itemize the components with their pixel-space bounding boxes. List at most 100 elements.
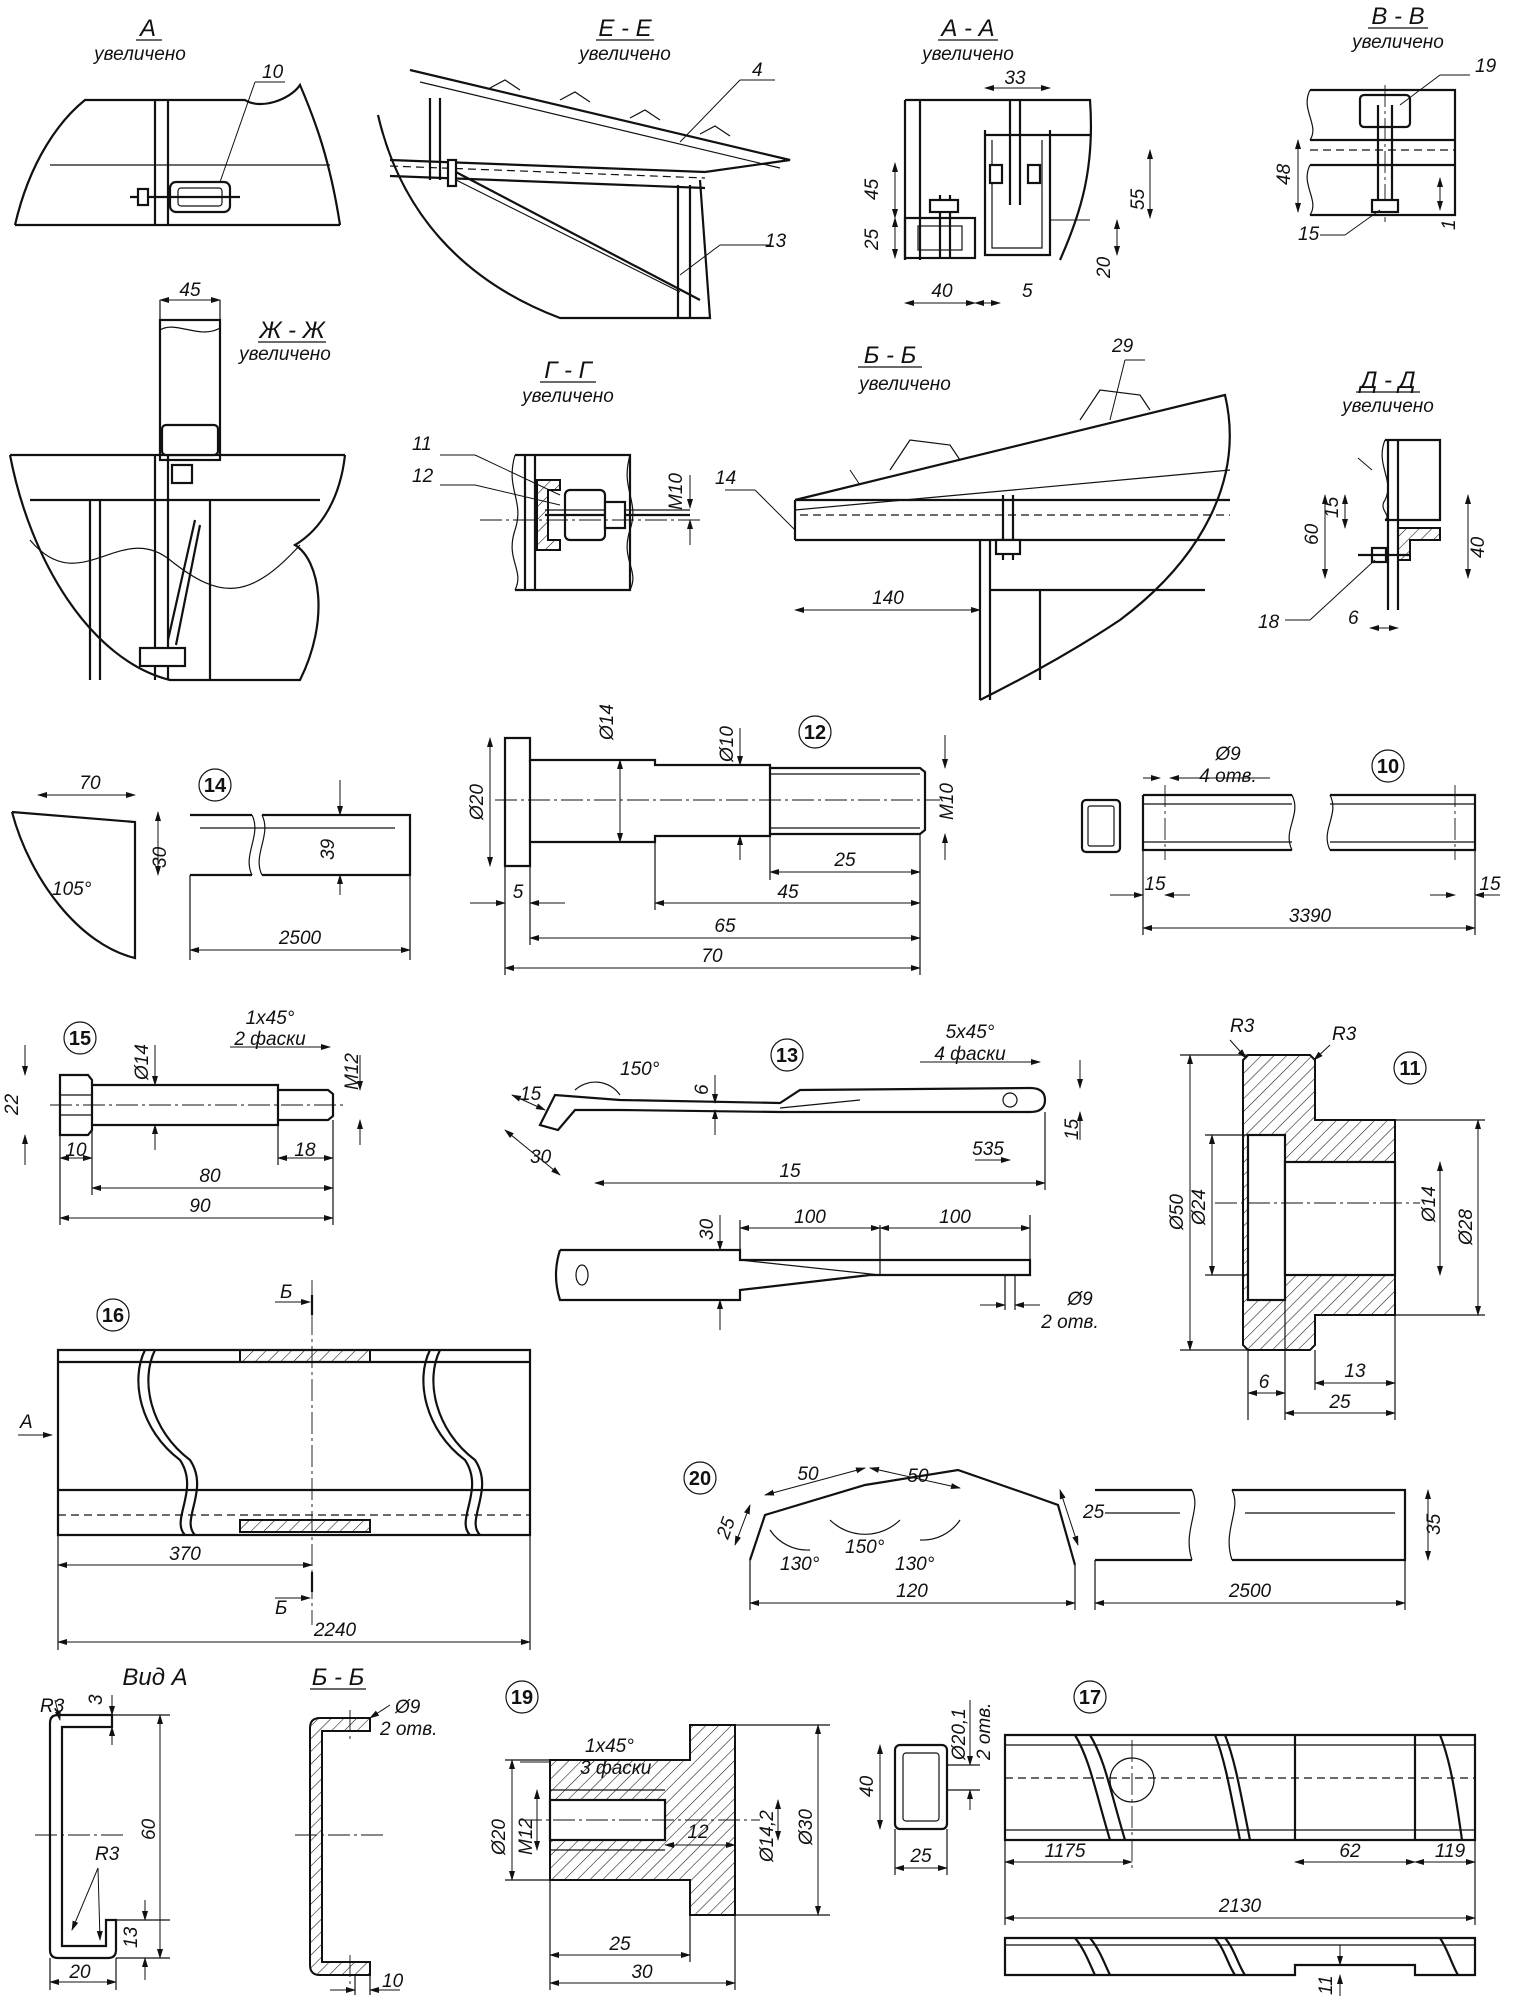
view-ee-title: Е - Е bbox=[598, 15, 652, 42]
detail-part-11: 11 R3 R3 Ø50 Ø24 Ø14 Ø28 13 6 25 bbox=[1167, 1016, 1485, 1420]
detail-part-10: 10 Ø9 4 отв. 15 3390 15 bbox=[1080, 744, 1501, 935]
dim-11-r3-left: R3 bbox=[1230, 1016, 1255, 1037]
dim-aa-40: 40 bbox=[931, 281, 953, 302]
dim-12-25: 25 bbox=[833, 850, 856, 871]
dim-17-119: 119 bbox=[1435, 1841, 1466, 1862]
dim-16-370: 370 bbox=[169, 1544, 201, 1565]
view-dd-enlarged: 15 60 40 6 Д - Д увеличено 18 bbox=[1258, 367, 1489, 633]
part-callout-29: 29 bbox=[1111, 336, 1134, 357]
dim-20-25-right: 25 bbox=[1082, 1502, 1105, 1523]
view-gg-title: Г - Г bbox=[544, 357, 593, 384]
dim-13-15-right: 15 bbox=[1062, 1118, 1083, 1140]
dim-14-2500: 2500 bbox=[278, 928, 322, 949]
view-bb-enlarged: 140 Б - Б увеличено 29 14 bbox=[715, 336, 1231, 701]
dim-19-d20: Ø20 bbox=[489, 1819, 510, 1856]
view-a-detail-title: Вид А bbox=[122, 1664, 187, 1691]
dim-14-105deg: 105° bbox=[52, 879, 92, 900]
dim-20-120: 120 bbox=[896, 1581, 928, 1602]
dim-zhzh-45: 45 bbox=[179, 280, 201, 301]
dim-10-d9: Ø9 bbox=[1214, 744, 1241, 765]
detail-view-a: Вид А R3 3 60 R3 13 20 bbox=[35, 1664, 188, 1990]
part-callout-14: 14 bbox=[715, 468, 736, 489]
view-ee-enlarged: Е - Е увеличено 4 13 bbox=[376, 15, 791, 320]
dim-17-11: 11 bbox=[1316, 1975, 1337, 1995]
section-mark-b-bottom: Б bbox=[275, 1598, 287, 1619]
part-callout-10: 10 bbox=[262, 62, 284, 83]
dim-20-130-right: 130° bbox=[895, 1554, 935, 1575]
dim-15-m12: M12 bbox=[342, 1053, 363, 1090]
dim-20-25-left: 25 bbox=[713, 1514, 740, 1542]
detail-part-15: 15 22 Ø14 M12 1x45° 2 фаски 10 18 80 90 bbox=[2, 1008, 363, 1225]
view-ee-note: увеличено bbox=[577, 44, 671, 65]
part-number-20: 20 bbox=[689, 1468, 711, 1490]
dim-11-13: 13 bbox=[1344, 1361, 1366, 1382]
dim-aa-25: 25 bbox=[862, 228, 883, 251]
dim-17-62: 62 bbox=[1339, 1841, 1361, 1862]
part-number-14: 14 bbox=[204, 775, 227, 797]
dim-19-m12: M12 bbox=[516, 1818, 537, 1855]
dim-bb2-d9: Ø9 bbox=[394, 1697, 421, 1718]
dim-dd-40: 40 bbox=[1468, 536, 1489, 558]
dim-aa-33: 33 bbox=[1004, 68, 1026, 89]
dim-17-2holes: 2 отв. bbox=[974, 1703, 995, 1761]
dim-11-25: 25 bbox=[1328, 1392, 1351, 1413]
dim-12-5: 5 bbox=[513, 882, 524, 903]
dim-dd-60: 60 bbox=[1302, 523, 1323, 545]
dim-13-d9: Ø9 bbox=[1066, 1289, 1093, 1310]
view-zhzh-enlarged: 45 Ж - Ж увеличено bbox=[8, 280, 347, 682]
view-aa-title: А - А bbox=[939, 15, 994, 42]
dim-19-3chamfers: 3 фаски bbox=[580, 1758, 652, 1779]
dim-16-2240: 2240 bbox=[313, 1620, 357, 1641]
dim-10-15-left: 15 bbox=[1144, 874, 1166, 895]
detail-part-20: 20 25 50 50 25 130° 150° 130° 120 35 250… bbox=[683, 1461, 1445, 1610]
view-dd-note: увеличено bbox=[1340, 396, 1434, 417]
view-gg-enlarged: M10 Г - Г увеличено 11 12 bbox=[412, 357, 700, 592]
view-gg-note: увеличено bbox=[520, 386, 614, 407]
dim-12-65: 65 bbox=[714, 916, 736, 937]
detail-part-16: 16 Б Б А 370 2240 bbox=[18, 1280, 532, 1650]
dim-11-r3-right: R3 bbox=[1332, 1024, 1357, 1045]
dim-15-2chamfers: 2 фаски bbox=[233, 1029, 306, 1050]
dim-12-d14: Ø14 bbox=[597, 704, 618, 741]
dim-aa-20: 20 bbox=[1094, 256, 1115, 279]
dim-17-25: 25 bbox=[909, 1846, 932, 1867]
dim-12-d10: Ø10 bbox=[717, 726, 738, 763]
section-bb-title: Б - Б bbox=[312, 1664, 365, 1691]
part-number-13: 13 bbox=[776, 1045, 798, 1067]
dim-15-80: 80 bbox=[199, 1166, 221, 1187]
section-mark-b-top: Б bbox=[280, 1282, 292, 1303]
dim-13-15-left: 15 bbox=[520, 1084, 542, 1105]
detail-part-12: 12 Ø20 Ø14 Ø10 M10 25 45 5 65 70 bbox=[467, 704, 958, 975]
view-a-enlarged: А увеличено 10 bbox=[13, 15, 342, 227]
dim-13-100-right: 100 bbox=[939, 1207, 971, 1228]
dim-19-chamfer: 1x45° bbox=[585, 1736, 634, 1757]
dim-13-30-lower: 30 bbox=[697, 1218, 718, 1240]
view-vv-title: В - В bbox=[1371, 3, 1424, 30]
dim-17-1175: 1175 bbox=[1045, 1841, 1086, 1862]
view-a-note: увеличено bbox=[92, 44, 186, 65]
dim-aa-5: 5 bbox=[1022, 281, 1033, 302]
dim-13-30: 30 bbox=[530, 1147, 552, 1168]
dim-10-3390: 3390 bbox=[1289, 906, 1332, 927]
view-aa-note: увеличено bbox=[920, 44, 1014, 65]
dim-dd-6: 6 bbox=[1348, 608, 1359, 629]
part-callout-4: 4 bbox=[752, 60, 763, 81]
dim-bb-140: 140 bbox=[872, 588, 904, 609]
dim-19-d14-2: Ø14,2 bbox=[757, 1810, 778, 1863]
dim-13-150deg: 150° bbox=[620, 1059, 660, 1080]
part-number-15: 15 bbox=[69, 1028, 91, 1050]
dim-aa-55: 55 bbox=[1128, 188, 1149, 210]
view-vv-note: увеличено bbox=[1350, 32, 1444, 53]
dim-gg-m10: M10 bbox=[666, 473, 687, 510]
dim-vv-48: 48 bbox=[1274, 163, 1295, 185]
dim-10-15-right: 15 bbox=[1479, 874, 1501, 895]
dim-14-30: 30 bbox=[150, 846, 171, 868]
view-aa-enlarged: 33 45 25 55 20 40 5 А - А увеличено bbox=[862, 15, 1153, 306]
dim-13-4chamfers: 4 фаски bbox=[934, 1044, 1006, 1065]
part-number-12: 12 bbox=[804, 722, 826, 744]
part-number-10: 10 bbox=[1377, 756, 1399, 778]
dim-12-70: 70 bbox=[701, 946, 723, 967]
dim-15-18: 18 bbox=[294, 1140, 316, 1161]
dim-20-130-left: 130° bbox=[780, 1554, 820, 1575]
